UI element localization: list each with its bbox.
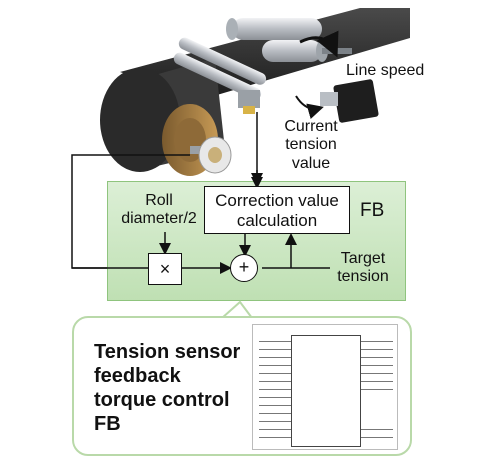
multiplier-block: ×	[148, 253, 182, 285]
roll-diameter-line1: Roll	[145, 192, 173, 209]
callout-title-line3: torque control	[94, 389, 230, 411]
callout-title-line2: feedback	[94, 365, 181, 387]
callout-title-line4: FB	[94, 413, 121, 435]
correction-label-line2: calculation	[236, 211, 318, 230]
line-speed-label: Line speed	[346, 62, 425, 79]
target-tension-line1: Target	[340, 250, 386, 267]
summing-junction: +	[230, 254, 258, 282]
rotation-arrow-top	[299, 30, 339, 58]
tension-sensor-rollers	[173, 37, 267, 114]
fb-block-frame	[291, 335, 361, 447]
current-tension-line2: tension	[285, 136, 337, 154]
rotation-arrow-bottom	[295, 95, 324, 119]
target-tension-label: Target tension	[330, 250, 396, 287]
current-tension-line1: Current	[284, 118, 338, 135]
fb-block-thumbnail	[252, 324, 398, 450]
belt-drum-left	[100, 68, 180, 172]
tension-sensor-body	[238, 90, 260, 108]
roll-diameter-label: Roll diameter/2	[116, 192, 202, 229]
roll-diameter-line2: diameter/2	[121, 210, 197, 228]
motor	[320, 79, 379, 123]
fb-callout: Tension sensor feedback torque control F…	[72, 316, 412, 456]
plus-symbol: +	[238, 257, 250, 277]
correction-label-line1: Correction value	[215, 191, 339, 210]
callout-title: Tension sensor feedback torque control F…	[94, 340, 264, 436]
feed-roller	[190, 136, 232, 174]
current-tension-line3: value	[291, 154, 331, 172]
current-tension-label: Current tension value	[278, 118, 344, 173]
multiply-symbol: ×	[159, 259, 171, 279]
callout-title-line1: Tension sensor	[94, 341, 241, 363]
fb-tag-label: FB	[360, 200, 385, 221]
target-tension-line2: tension	[337, 268, 389, 286]
correction-calculation-block: Correction value calculation	[204, 186, 350, 234]
